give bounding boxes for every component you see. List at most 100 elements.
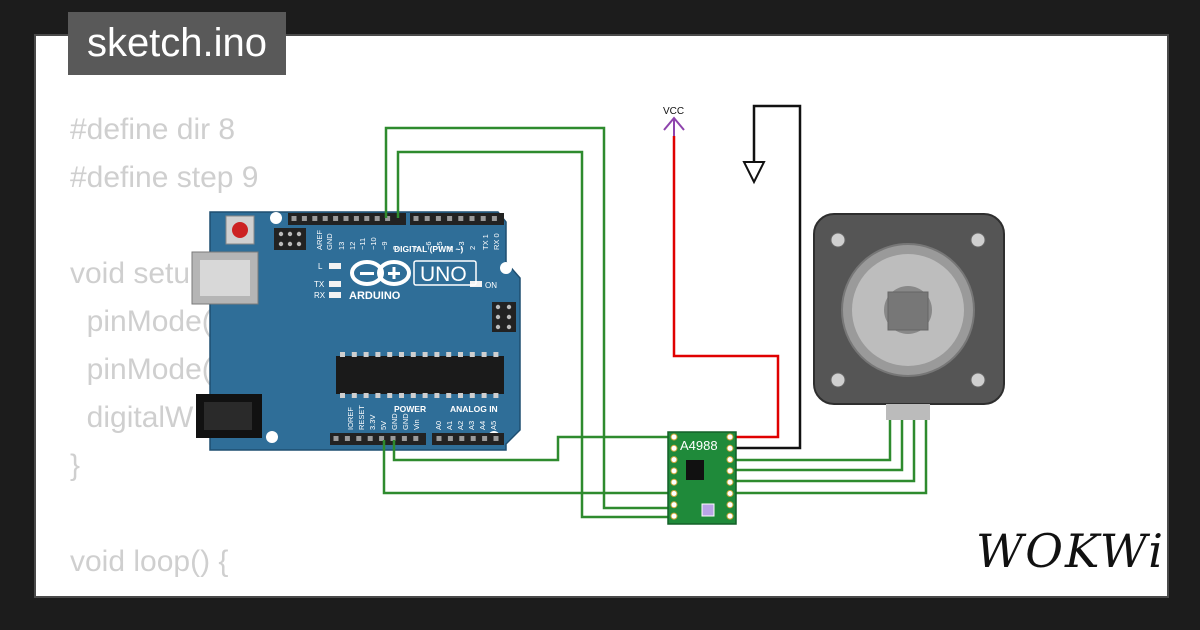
driver-pin[interactable] (726, 433, 734, 441)
header-pin[interactable] (353, 216, 359, 221)
header-pin[interactable] (470, 436, 476, 441)
driver-pin[interactable] (670, 501, 678, 509)
header-pin[interactable] (436, 436, 442, 441)
header-pin[interactable] (459, 436, 465, 441)
header-pin[interactable] (447, 436, 453, 441)
driver-pins (670, 433, 734, 520)
digital-pwm-label: DIGITAL (PWM ~) (394, 244, 464, 254)
header-pin[interactable] (491, 216, 497, 221)
driver-pin[interactable] (670, 490, 678, 497)
vcc-arrow-icon (663, 116, 685, 136)
ground-symbol-icon[interactable] (742, 161, 766, 185)
wire-step[interactable] (396, 150, 676, 519)
wire-coil-2a[interactable] (732, 420, 904, 472)
driver-pin[interactable] (670, 444, 678, 452)
header-pin[interactable] (447, 216, 453, 221)
trimpot (701, 503, 715, 517)
pin-label: 5V (379, 421, 388, 430)
wire-5v[interactable] (382, 440, 676, 495)
pin-label: 7 (413, 246, 422, 250)
vcc-power-symbol[interactable]: VCC (663, 106, 685, 136)
wire-coil-2b[interactable] (732, 420, 892, 462)
driver-pin[interactable] (726, 456, 734, 464)
driver-pin[interactable] (670, 512, 678, 520)
wire-coil-1a[interactable] (732, 420, 916, 483)
driver-pin[interactable] (726, 512, 734, 520)
pin-label: ~3 (457, 241, 466, 250)
header-pin[interactable] (424, 216, 430, 221)
header-pin[interactable] (493, 436, 499, 441)
header-pin[interactable] (413, 216, 419, 221)
driver-pin[interactable] (670, 456, 678, 464)
header-pin[interactable] (343, 216, 349, 221)
stepper-motor[interactable] (813, 213, 1005, 420)
header-pin[interactable] (401, 436, 407, 441)
led-tx-label: TX (314, 280, 325, 289)
header-pin[interactable] (379, 436, 385, 441)
header-pin[interactable] (482, 436, 488, 441)
driver-pin[interactable] (726, 444, 734, 452)
reset-button-cap[interactable] (232, 222, 248, 238)
header-pin[interactable] (301, 216, 307, 221)
pin-label: 4 (446, 246, 455, 250)
icsp-header-right (492, 302, 516, 332)
header-pin[interactable] (413, 436, 419, 441)
analog-label: ANALOG IN (450, 404, 498, 414)
driver-pin[interactable] (726, 478, 734, 486)
header-pin[interactable] (435, 216, 441, 221)
header-pin[interactable] (385, 216, 391, 221)
led-rx (329, 292, 341, 298)
header-pin[interactable] (356, 436, 362, 441)
header-pin[interactable] (458, 216, 464, 221)
pin-label: A5 (489, 421, 498, 430)
file-tab[interactable]: sketch.ino (68, 12, 286, 75)
led-l (329, 263, 341, 269)
header-pin[interactable] (312, 216, 318, 221)
usb-connector-inner (200, 260, 250, 296)
bottom-header-pins (333, 436, 499, 441)
driver-pin[interactable] (670, 467, 678, 475)
pin-label: A3 (467, 421, 476, 430)
wire-vmot[interactable] (672, 136, 780, 439)
wire-ground[interactable] (732, 104, 802, 450)
header-pin[interactable] (374, 216, 380, 221)
pin-label: 13 (337, 242, 346, 250)
wire-coil-1b[interactable] (732, 420, 928, 495)
wire-dir[interactable] (384, 126, 676, 510)
pin-label: IOREF (346, 407, 355, 430)
header-pin[interactable] (367, 436, 373, 441)
driver-pin[interactable] (670, 478, 678, 486)
digital-header-pins (291, 216, 497, 221)
driver-pin[interactable] (726, 490, 734, 497)
motor-shaft (887, 291, 929, 331)
led-tx (329, 281, 341, 287)
pin-label: GND (401, 413, 410, 430)
led-on-label: ON (485, 281, 497, 290)
driver-pin[interactable] (726, 501, 734, 509)
icsp-header (274, 228, 306, 250)
driver-pin[interactable] (670, 433, 678, 441)
uno-badge (413, 260, 477, 286)
pin-label: ~5 (435, 241, 444, 250)
driver-pin[interactable] (726, 467, 734, 475)
header-pin[interactable] (480, 216, 486, 221)
pin-label: A1 (445, 421, 454, 430)
header-pin[interactable] (333, 436, 339, 441)
header-pin[interactable] (322, 216, 328, 221)
wire-gnd[interactable] (392, 435, 676, 462)
motor-screw (970, 372, 986, 388)
header-pin[interactable] (469, 216, 475, 221)
header-pin[interactable] (344, 436, 350, 441)
code-line: pinMode( (70, 353, 212, 386)
header-pin[interactable] (390, 436, 396, 441)
header-pin[interactable] (333, 216, 339, 221)
pin-label: GND (390, 413, 399, 430)
header-pin[interactable] (291, 216, 297, 221)
a4988-driver[interactable]: A4988 (667, 431, 737, 525)
pin-label: ~9 (380, 241, 389, 250)
header-pin[interactable] (364, 216, 370, 221)
motor-screw (830, 372, 846, 388)
